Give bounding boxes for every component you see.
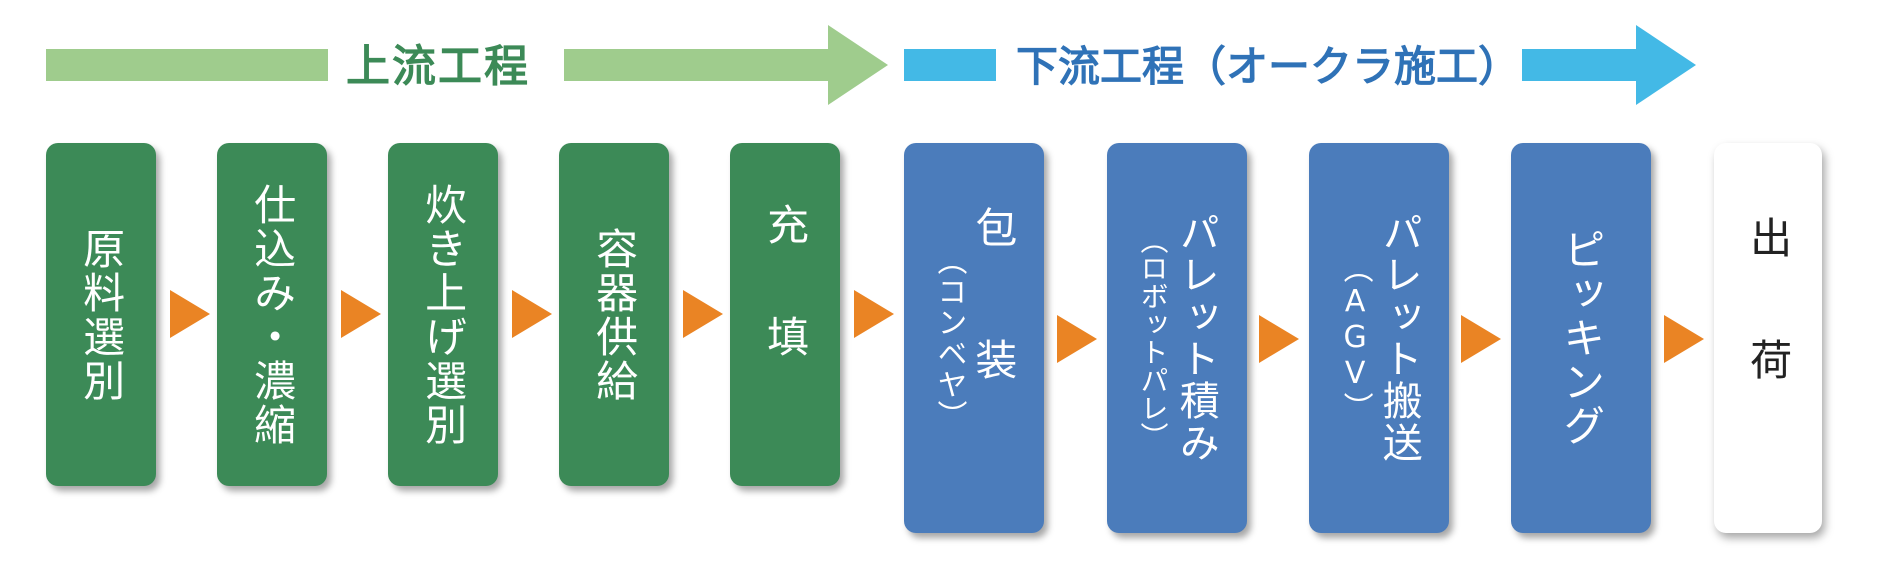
flow-arrow-icon bbox=[341, 290, 381, 338]
step-box-cooking-sorting: 炊き上げ選別 bbox=[388, 143, 498, 486]
step-label: 原料選別 bbox=[76, 226, 126, 403]
step-label-group: パレット積み （ロボットパレ） bbox=[1136, 212, 1219, 464]
step-label: 充填 bbox=[760, 202, 810, 427]
flow-arrow-icon bbox=[1461, 315, 1501, 363]
downstream-arrowhead-icon bbox=[1636, 25, 1696, 105]
step-label-group: パレット搬送 （AGV） bbox=[1337, 212, 1422, 464]
step-label: 包装 bbox=[968, 206, 1018, 470]
upstream-banner-bar-left bbox=[46, 49, 328, 81]
downstream-banner-arrow bbox=[904, 25, 1696, 105]
flow-arrow-icon bbox=[1057, 315, 1097, 363]
downstream-label: 下流工程（オークラ施工） bbox=[1016, 42, 1521, 91]
step-box-pallet-transport: パレット搬送 （AGV） bbox=[1309, 143, 1449, 533]
upstream-label: 上流工程 bbox=[346, 41, 530, 92]
flow-arrow-icon bbox=[1259, 315, 1299, 363]
step-box-packaging: 包装 （コンベヤ） bbox=[904, 143, 1044, 533]
upstream-banner-arrow bbox=[46, 25, 888, 105]
step-sublabel: （ロボットパレ） bbox=[1136, 226, 1170, 450]
flow-arrow-icon bbox=[170, 290, 210, 338]
step-box-raw-material-sorting: 原料選別 bbox=[46, 143, 156, 486]
flow-arrow-icon bbox=[854, 290, 894, 338]
step-label: パレット搬送 bbox=[1375, 212, 1422, 464]
downstream-banner-bar-right bbox=[1522, 49, 1636, 81]
step-label: パレット積み bbox=[1172, 212, 1219, 464]
step-sublabel: （コンベヤ） bbox=[931, 245, 967, 431]
step-box-container-supply: 容器供給 bbox=[559, 143, 669, 486]
step-label: 炊き上げ選別 bbox=[418, 182, 468, 447]
step-sublabel: （AGV） bbox=[1337, 253, 1373, 423]
flow-arrow-icon bbox=[1664, 315, 1704, 363]
step-label: ピッキング bbox=[1556, 228, 1606, 448]
step-box-picking: ピッキング bbox=[1511, 143, 1651, 533]
step-label: 容器供給 bbox=[589, 226, 639, 403]
downstream-banner-bar-left bbox=[904, 49, 996, 81]
upstream-banner-bar-right bbox=[564, 49, 828, 81]
step-box-shipping: 出荷 bbox=[1714, 143, 1822, 533]
step-box-palletizing: パレット積み （ロボットパレ） bbox=[1107, 143, 1247, 533]
upstream-arrowhead-icon bbox=[828, 25, 888, 105]
step-label: 出荷 bbox=[1743, 216, 1793, 460]
step-label-group: 包装 （コンベヤ） bbox=[931, 206, 1018, 470]
flow-arrow-icon bbox=[512, 290, 552, 338]
step-box-preparation-concentration: 仕込み・濃縮 bbox=[217, 143, 327, 486]
step-box-filling: 充填 bbox=[730, 143, 840, 486]
flow-arrow-icon bbox=[683, 290, 723, 338]
step-label: 仕込み・濃縮 bbox=[247, 182, 297, 447]
